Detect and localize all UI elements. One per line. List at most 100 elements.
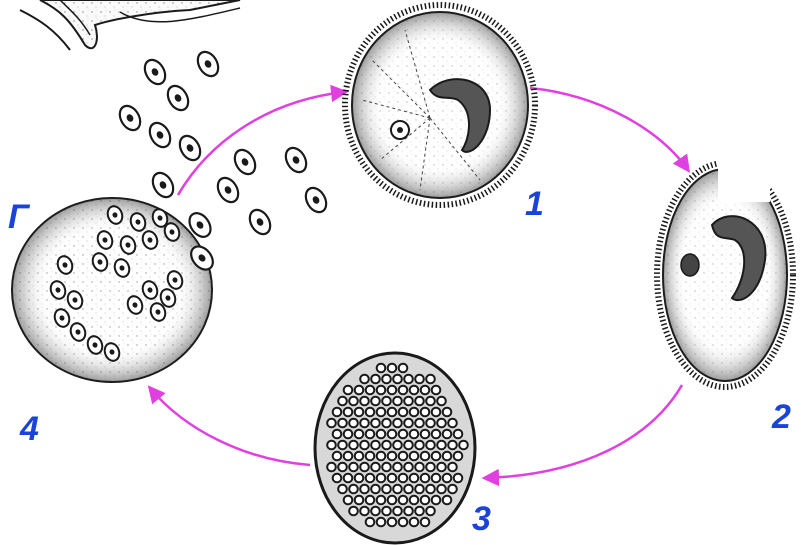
cyst-cell — [448, 441, 457, 450]
cyst-cell — [410, 474, 419, 483]
cyst-cell — [366, 518, 375, 527]
cyst-cell — [443, 430, 452, 439]
cyst-cell — [360, 463, 369, 472]
cyst-cell — [399, 430, 408, 439]
label-stage-1: 1 — [525, 185, 544, 223]
cyst-cell — [349, 441, 358, 450]
cyst-cell — [426, 441, 435, 450]
cyst-cell — [360, 397, 369, 406]
cyst-cell — [404, 485, 413, 494]
cyst-cell — [448, 463, 457, 472]
cyst-cell — [360, 441, 369, 450]
cyst-cell — [388, 430, 397, 439]
cyst-cell — [410, 518, 419, 527]
cyst-cell — [421, 408, 430, 417]
cyst-cell — [377, 430, 386, 439]
cyst-cell — [404, 463, 413, 472]
cyst-cell — [349, 397, 358, 406]
stage-2-cell — [657, 160, 793, 387]
cyst-cell — [371, 397, 380, 406]
released-cell — [146, 119, 175, 151]
cyst-cell — [377, 408, 386, 417]
cyst-cell — [382, 463, 391, 472]
cyst-cell — [399, 386, 408, 395]
cyst-cell — [421, 452, 430, 461]
label-host-letter: Г — [8, 198, 31, 236]
cyst-cell — [432, 496, 441, 505]
cyst-cell — [333, 408, 342, 417]
cyst-cell — [377, 474, 386, 483]
cyst-cell — [344, 496, 353, 505]
cyst-cell — [344, 408, 353, 417]
released-cell — [149, 169, 178, 201]
cyst-cell — [338, 441, 347, 450]
cyst-cell — [415, 463, 424, 472]
cyst-cell — [360, 507, 369, 516]
cyst-cell — [454, 474, 463, 483]
label-stage-3: 3 — [472, 500, 491, 538]
cyst-cell — [355, 474, 364, 483]
cyst-cell — [410, 408, 419, 417]
cyst-cell — [437, 485, 446, 494]
cyst-cell — [377, 496, 386, 505]
released-cell — [116, 102, 145, 134]
cyst-cell — [426, 463, 435, 472]
cyst-cell — [349, 507, 358, 516]
cyst-cell — [415, 419, 424, 428]
released-cell — [141, 56, 170, 88]
cyst-cell — [415, 375, 424, 384]
cyst-cell — [404, 441, 413, 450]
cyst-cell — [404, 397, 413, 406]
released-cell — [246, 206, 275, 238]
cyst-cell — [399, 408, 408, 417]
cyst-cell — [355, 430, 364, 439]
cyst-cell — [366, 496, 375, 505]
cyst-cell — [355, 408, 364, 417]
cyst-cell — [371, 419, 380, 428]
cyst-cell — [399, 518, 408, 527]
cyst-cell — [426, 419, 435, 428]
cyst-cell — [382, 375, 391, 384]
cyst-cell — [327, 441, 336, 450]
cyst-cell — [388, 386, 397, 395]
cyst-cell — [421, 474, 430, 483]
cyst-cell — [399, 364, 408, 373]
cyst-cell — [437, 441, 446, 450]
cyst-cell — [333, 474, 342, 483]
cyst-cell — [377, 386, 386, 395]
cyst-cell — [393, 485, 402, 494]
label-stage-4: 4 — [19, 410, 39, 448]
cyst-cell — [432, 386, 441, 395]
cyst-cell — [410, 496, 419, 505]
cyst-cell — [360, 375, 369, 384]
cyst-cell — [382, 397, 391, 406]
cyst-cell — [355, 386, 364, 395]
cyst-cell — [371, 485, 380, 494]
cyst-cell — [404, 375, 413, 384]
host-snail-foot — [20, 0, 240, 50]
released-cell — [302, 184, 331, 216]
cyst-cell — [377, 364, 386, 373]
cyst-cell — [410, 452, 419, 461]
cyst-cell — [410, 386, 419, 395]
arrow-1-to-2 — [530, 88, 688, 170]
cyst-cell — [454, 452, 463, 461]
cyst-cell — [360, 485, 369, 494]
cyst-cell — [382, 441, 391, 450]
cyst-cell — [415, 507, 424, 516]
cyst-cell — [432, 474, 441, 483]
cyst-cell — [366, 408, 375, 417]
cyst-cell — [327, 463, 336, 472]
cyst-cell — [344, 430, 353, 439]
cyst-cell — [382, 419, 391, 428]
cyst-cell — [393, 397, 402, 406]
released-cell — [231, 146, 260, 178]
cyst-cell — [371, 441, 380, 450]
cyst-cell — [426, 485, 435, 494]
cyst-cell — [443, 474, 452, 483]
cyst-cell — [421, 518, 430, 527]
released-cell — [282, 144, 311, 176]
cyst-cell — [432, 452, 441, 461]
cyst-cell — [377, 518, 386, 527]
